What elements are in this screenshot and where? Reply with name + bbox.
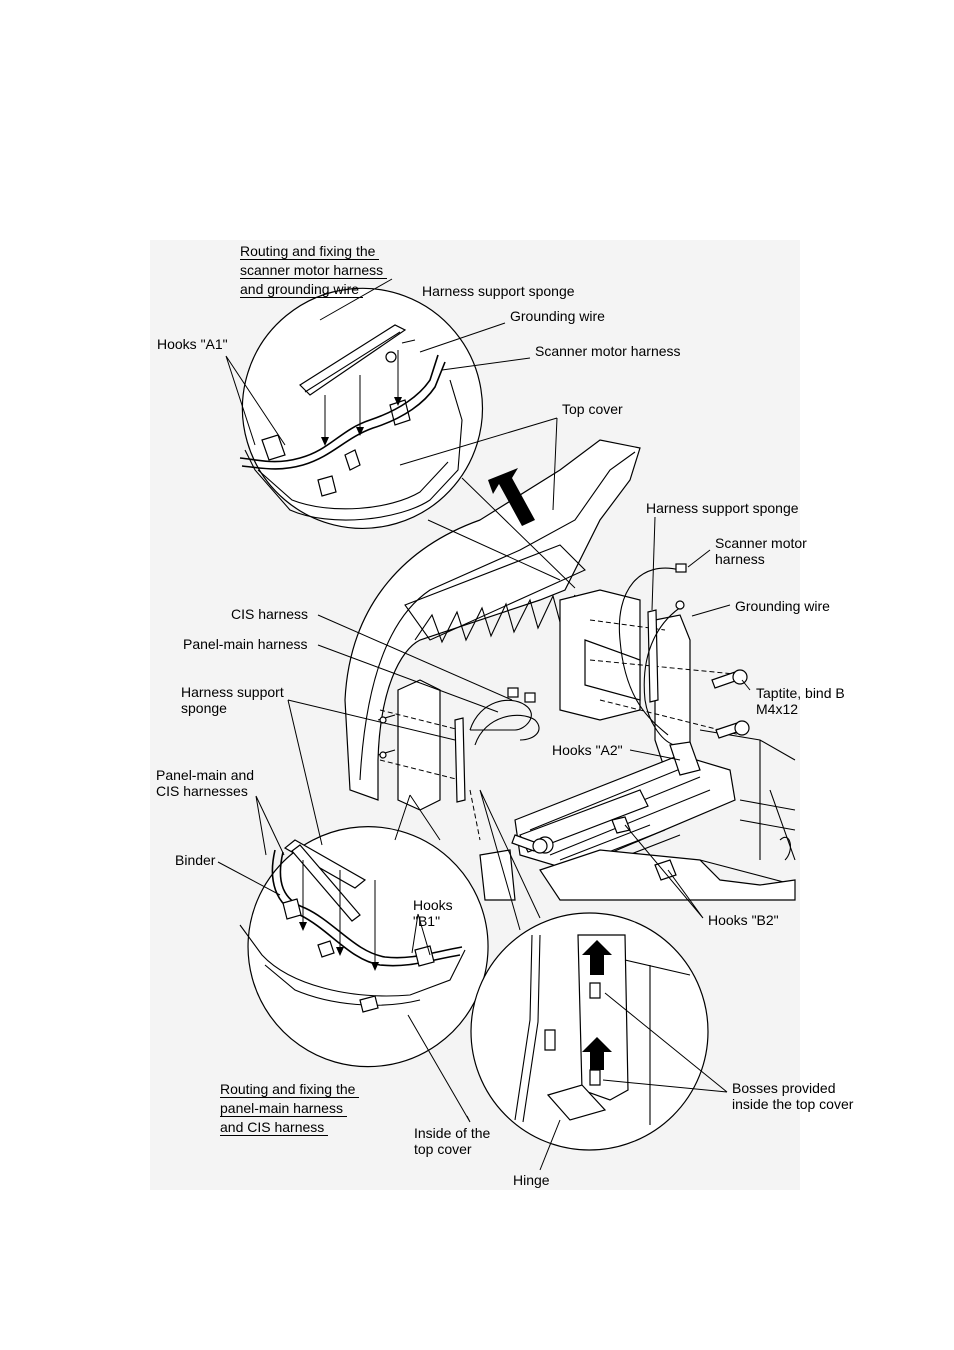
callout-top-title-line-1: Routing and fixing the [240, 243, 380, 260]
magnified-callout-top [239, 287, 576, 589]
callout-bottom-title-line-3: and CIS harness [220, 1119, 329, 1136]
grounding-wire-top-label: Grounding wire [510, 308, 605, 324]
taptite-label-line-1: Taptite, bind B [756, 685, 845, 701]
callout-bottom-title-line-2: panel-main harness [220, 1100, 347, 1117]
boss-arrow-2 [582, 1037, 612, 1070]
hooks-a2-label: Hooks "A2" [552, 742, 623, 758]
hooks-b1-line-1: Hooks [413, 897, 453, 913]
lift-arrow [488, 468, 535, 526]
bosses-line-1: Bosses provided [732, 1080, 836, 1096]
panel-main-cis-line-1: Panel-main and [156, 767, 255, 783]
scanner-motor-harness-right-line-2: harness [715, 551, 765, 567]
hooks-b2-label: Hooks "B2" [708, 912, 779, 928]
harness-support-sponge-right-label: Harness support sponge [646, 500, 799, 516]
inside-top-cover-line-1: Inside of the [414, 1125, 491, 1141]
panel-main-cis-line-2: CIS harnesses [156, 783, 248, 799]
taptite-screw-1 [711, 669, 748, 689]
machine-body-drawing [344, 439, 796, 901]
hooks-b1-line-2: "B1" [413, 913, 441, 929]
top-cover-label: Top cover [562, 401, 623, 417]
scanner-motor-harness-right-line-1: Scanner motor [715, 535, 807, 551]
callout-bottom-title-line-1: Routing and fixing the [220, 1081, 360, 1098]
harness-support-sponge-left-line-2: sponge [181, 700, 227, 716]
inside-top-cover-line-2: top cover [414, 1141, 472, 1157]
callout-top-title-line-3: and grounding wire [240, 281, 364, 298]
leader-lines [217, 278, 751, 1171]
magnified-callout-bottom-right [470, 789, 709, 1151]
boss-arrow-1 [582, 940, 612, 975]
taptite-screw-2 [715, 720, 750, 739]
taptite-screw-3 [511, 834, 548, 854]
harness-support-sponge-left-line-1: Harness support [181, 684, 284, 700]
magnified-callout-bottom-left [239, 794, 489, 1068]
scanner-motor-harness-top-label: Scanner motor harness [535, 343, 681, 359]
hinge-label: Hinge [513, 1172, 550, 1188]
hooks-a1-label: Hooks "A1" [157, 336, 228, 352]
binder-label: Binder [175, 852, 216, 868]
harness-support-sponge-top-label: Harness support sponge [422, 283, 575, 299]
panel-main-harness-label: Panel-main harness [183, 636, 308, 652]
bosses-line-2: inside the top cover [732, 1096, 854, 1112]
taptite-label-line-2: M4x12 [756, 701, 799, 717]
cis-harness-label: CIS harness [231, 606, 309, 622]
callout-top-title-line-2: scanner motor harness [240, 262, 388, 279]
grounding-wire-right-label: Grounding wire [735, 598, 830, 614]
